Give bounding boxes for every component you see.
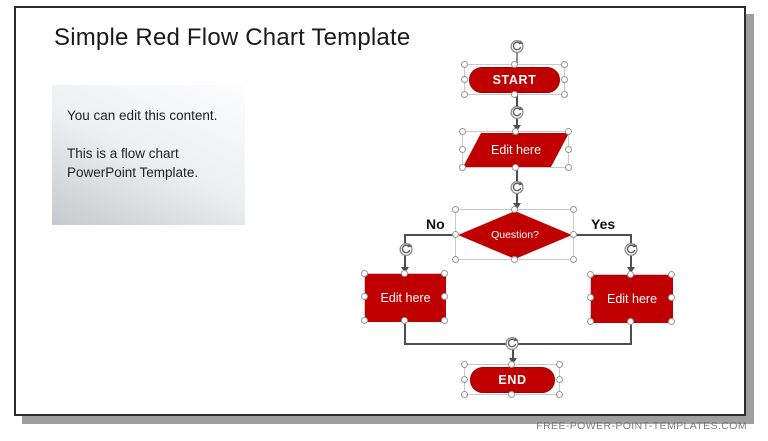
resize-handle[interactable] [461,91,468,98]
flowchart-node-right-process[interactable]: Edit here [591,275,673,323]
resize-handle[interactable] [627,271,634,278]
flowchart-node-end[interactable]: END [470,367,555,393]
rotate-handle-icon[interactable] [509,38,527,54]
selection-box-start: START [461,61,568,98]
content-paragraph-2: This is a flow chart PowerPoint Template… [67,146,199,180]
resize-handle[interactable] [461,361,468,368]
rotate-handle-icon[interactable] [509,179,527,195]
resize-handle[interactable] [565,164,572,171]
resize-handle[interactable] [441,270,448,277]
resize-handle[interactable] [587,294,594,301]
connector-yes-branch[interactable] [572,234,632,236]
resize-handle[interactable] [361,293,368,300]
resize-handle[interactable] [511,164,519,171]
rotate-handle-icon[interactable] [623,241,641,257]
resize-handle[interactable] [556,391,563,398]
resize-handle[interactable] [452,256,459,263]
resize-handle[interactable] [461,75,468,83]
node-label: Edit here [380,291,431,305]
resize-handle[interactable] [561,61,568,68]
selection-box-decision: Question? [452,206,577,263]
node-label: Edit here [606,292,658,306]
node-label: Edit here [490,143,542,157]
flowchart-node-decision[interactable]: Question? [458,211,572,259]
resize-handle[interactable] [361,270,368,277]
resize-handle[interactable] [459,164,466,171]
connector-right-process-down[interactable] [630,322,632,345]
resize-handle[interactable] [561,91,568,98]
arrowhead-down-icon [513,203,521,209]
resize-handle[interactable] [556,361,563,368]
rotate-handle-stem [516,53,518,64]
selection-box-left-process: Edit here [361,270,448,324]
node-label: END [498,373,527,387]
resize-handle[interactable] [461,375,468,383]
resize-handle[interactable] [452,230,459,238]
resize-handle[interactable] [556,375,563,383]
resize-handle[interactable] [570,230,577,238]
resize-handle[interactable] [461,61,468,68]
resize-handle[interactable] [452,206,459,213]
slide-canvas: Simple Red Flow Chart Template You can e… [14,6,746,416]
resize-handle[interactable] [459,128,466,135]
node-label: Question? [491,229,539,241]
resize-handle[interactable] [510,91,518,98]
resize-handle[interactable] [459,145,466,153]
resize-handle[interactable] [511,128,519,135]
slide-content: Simple Red Flow Chart Template You can e… [16,8,744,414]
flowchart-node-input[interactable]: Edit here [463,133,569,167]
resize-handle[interactable] [587,271,594,278]
flowchart-node-left-process[interactable]: Edit here [365,274,446,322]
connector-no-branch[interactable] [404,234,457,236]
branch-label-yes: Yes [591,216,616,232]
resize-handle[interactable] [461,391,468,398]
resize-handle[interactable] [361,317,368,324]
resize-handle[interactable] [668,318,675,325]
arrowhead-down-icon [627,267,635,273]
rotate-handle-icon[interactable] [398,241,416,257]
resize-handle[interactable] [510,61,518,68]
resize-handle[interactable] [400,270,408,277]
rotate-handle-icon[interactable] [504,335,522,351]
content-text-box[interactable]: You can edit this content. This is a flo… [52,85,245,225]
slide-title: Simple Red Flow Chart Template [54,24,411,51]
resize-handle[interactable] [508,391,515,398]
resize-handle[interactable] [565,128,572,135]
node-label: START [492,73,537,87]
rotate-handle-icon[interactable] [509,104,527,120]
resize-handle[interactable] [441,293,448,300]
resize-handle[interactable] [441,317,448,324]
selection-box-input: Edit here [459,128,572,171]
resize-handle[interactable] [587,318,594,325]
resize-handle[interactable] [510,256,518,263]
content-paragraph-1: You can edit this content. [67,108,218,123]
resize-handle[interactable] [510,206,518,213]
resize-handle[interactable] [565,145,572,153]
selection-box-right-process: Edit here [587,271,675,325]
resize-handle[interactable] [400,317,408,324]
resize-handle[interactable] [668,271,675,278]
watermark-text: FREE-POWER-POINT-TEMPLATES.COM [536,420,747,432]
resize-handle[interactable] [668,294,675,301]
resize-handle[interactable] [570,206,577,213]
resize-handle[interactable] [561,75,568,83]
connector-merge-to-end[interactable] [512,343,514,359]
connector-left-process-down[interactable] [404,321,406,345]
resize-handle[interactable] [570,256,577,263]
resize-handle[interactable] [627,318,634,325]
resize-handle[interactable] [508,361,515,368]
flowchart-node-start[interactable]: START [469,67,560,93]
branch-label-no: No [426,216,445,232]
selection-box-end: END [461,361,563,398]
